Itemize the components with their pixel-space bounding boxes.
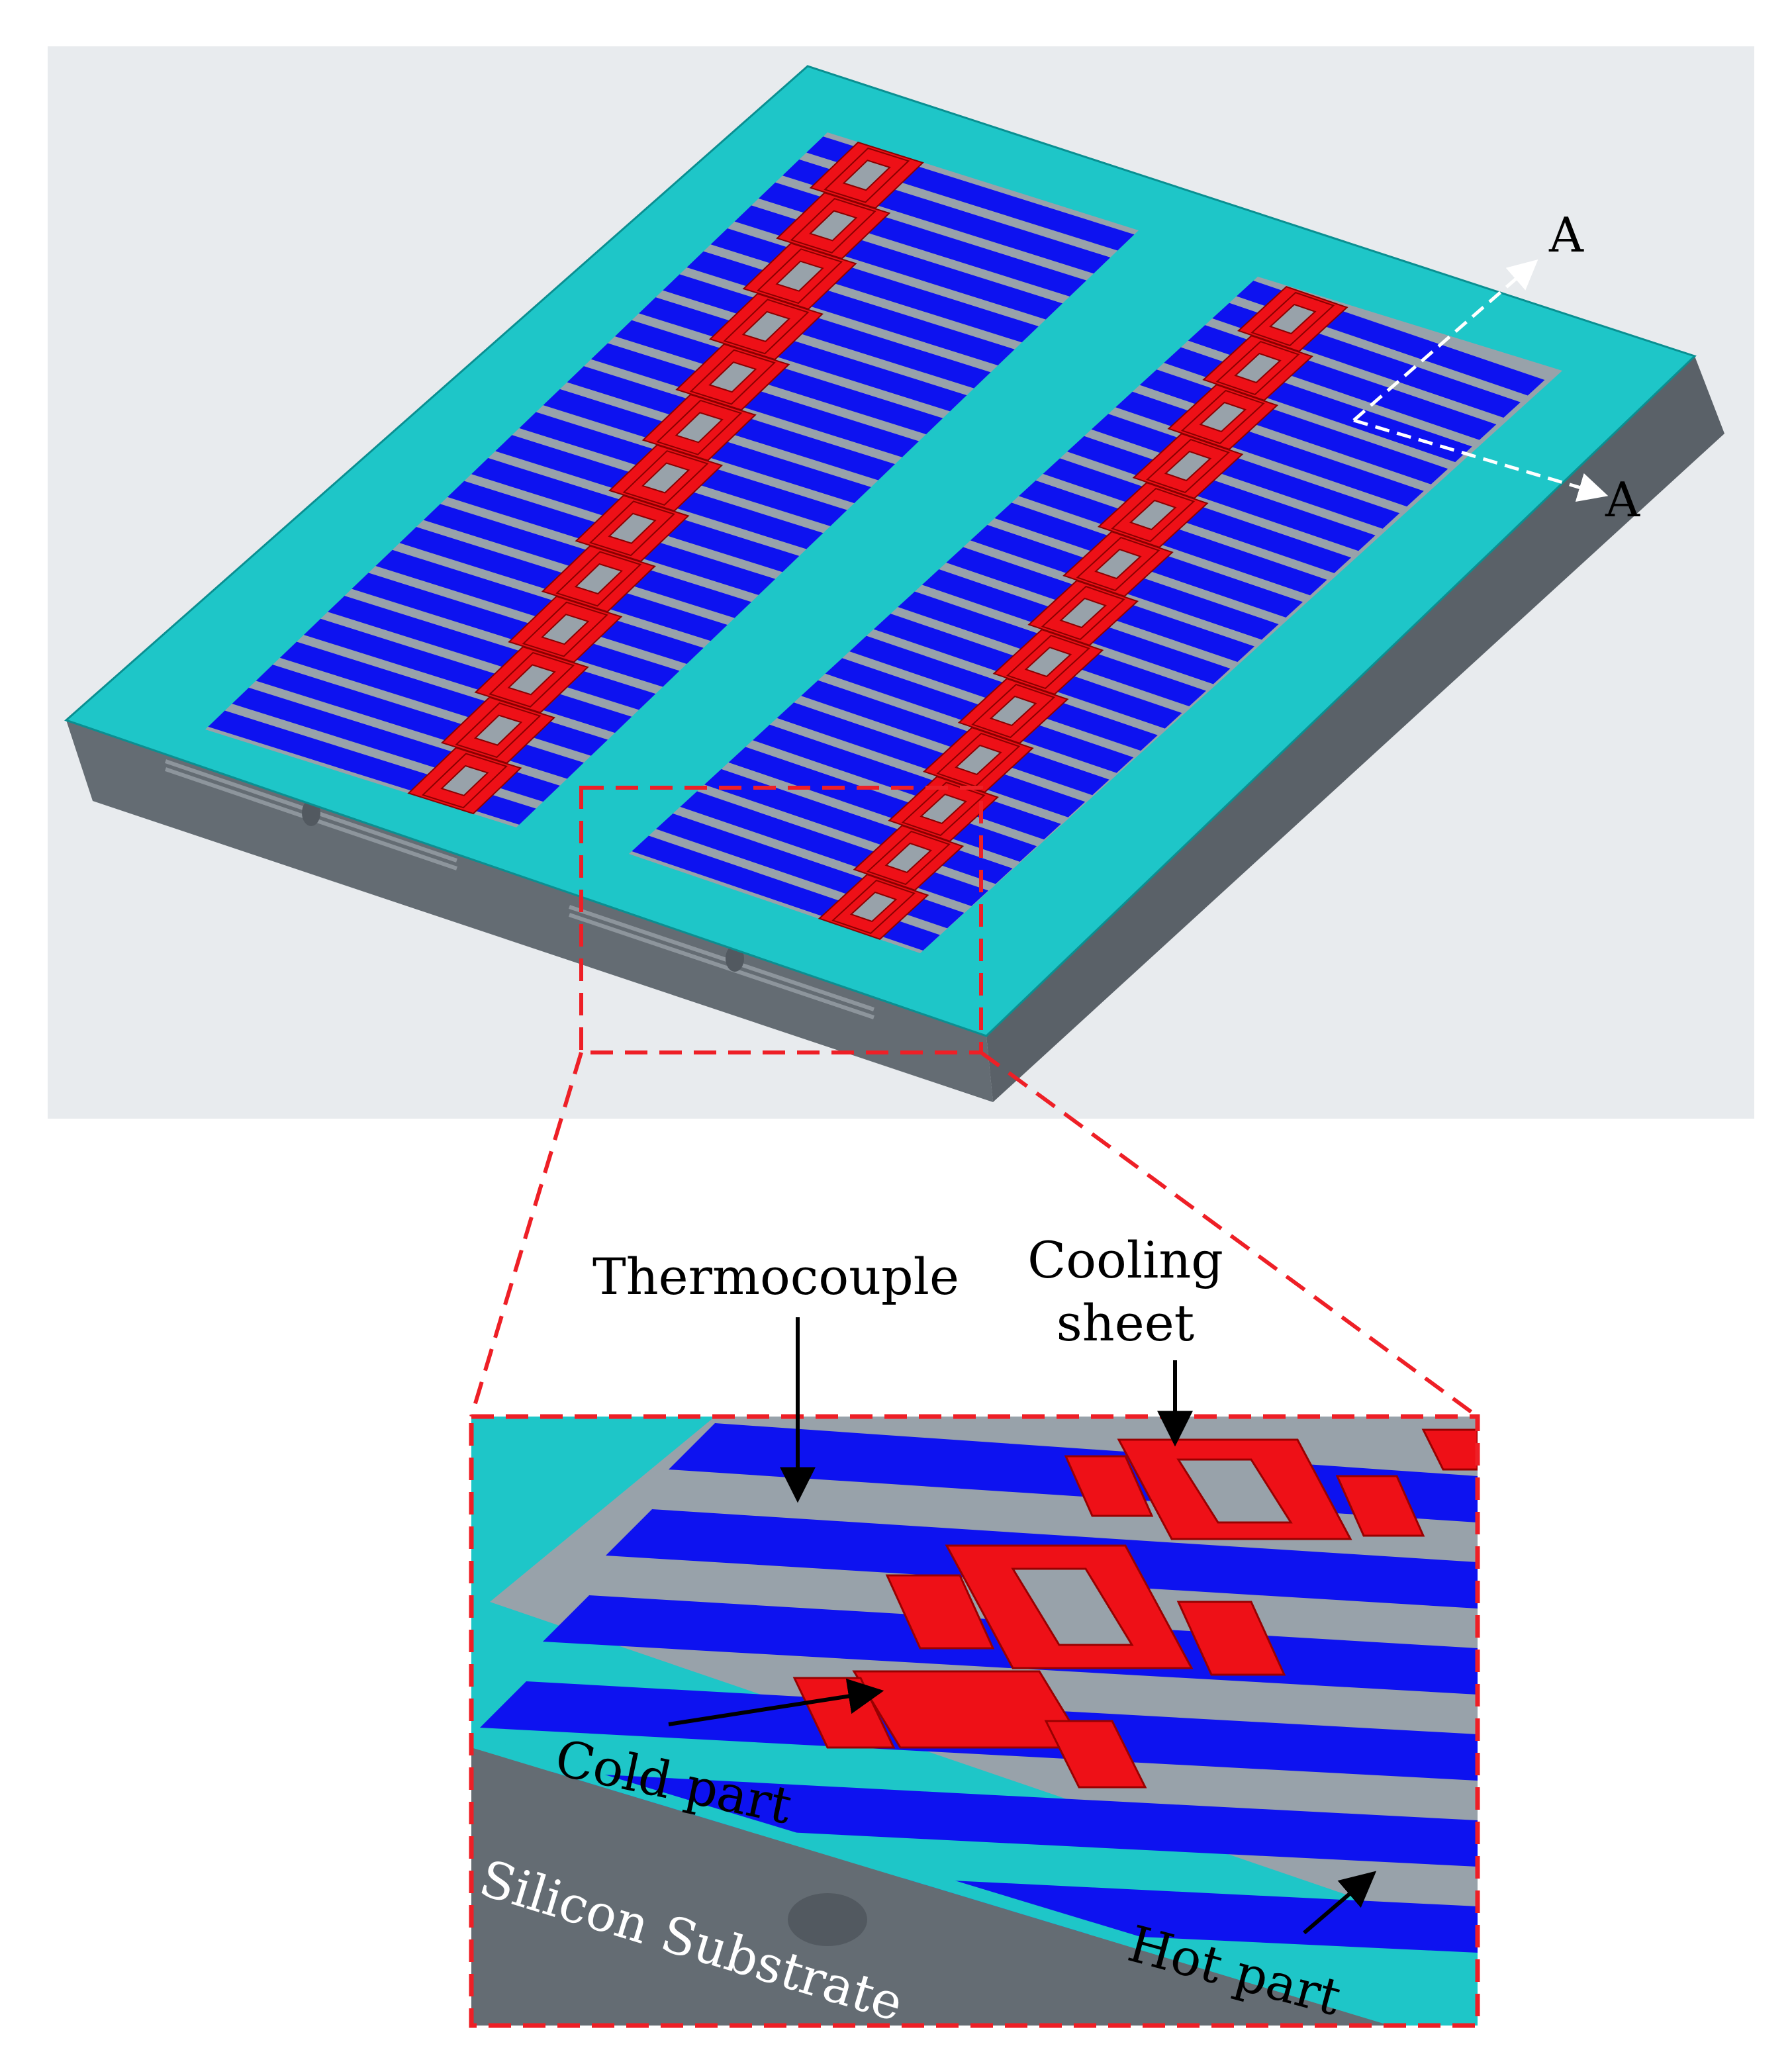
detail-cooling-sheet-middle [885,1544,1286,1676]
zoom-connector-left [469,1052,583,1417]
thermocouple-strip [1091,414,1400,529]
cooling-sheet-window [641,462,690,494]
cooling-sheet-window [1164,450,1212,482]
detail-border [469,1414,1480,2028]
thermocouple-strip [753,724,1061,840]
cooling-sheet-window [473,714,523,746]
cooling-sheet-window [708,361,757,393]
cooling-sheet-window [955,744,1002,776]
thermocouple-strip [1019,480,1327,596]
detail-substrate [471,1748,1390,2026]
thermocouple-strip [801,680,1109,796]
label-cooling-sheet-line1: Cooling [1027,1231,1223,1289]
cooling-sheet-window [675,412,724,443]
zoom-region-box [579,786,983,1054]
cooling-sheet-window [1059,597,1107,629]
cooling-sheet-window [884,842,933,874]
cooling-sheet-window [842,160,891,191]
section-line-a [1352,259,1538,422]
detail-cooling-sheet-upper [1064,1428,1478,1540]
cooling-sheet-window [775,260,824,292]
cooling-sheet-window [440,765,489,796]
cooling-sheet-window [574,563,623,595]
cooling-sheet-window [809,210,858,242]
label-cooling-sheet-line2: sheet [1057,1293,1194,1352]
thermocouple-strip [663,274,991,389]
thermocouple-strip [352,573,680,687]
thermocouple-strip [777,702,1086,817]
substrate-right-face [986,356,1724,1102]
thermocouple-strip [1043,458,1352,573]
thermocouple-strip [1067,436,1376,551]
right-cooling-sheets [818,286,1348,940]
thermocouple-strip [639,297,967,412]
thermocouple-strip [728,747,1037,862]
cooling-sheet-window [541,614,590,645]
arrow-hot-part [1303,1871,1377,1935]
detail-thermocouple-bar [471,1767,1478,1867]
section-label-bottom: A [1605,472,1640,528]
cooling-sheet-window [1094,548,1142,580]
cooling-sheet-window [1024,646,1072,678]
cooling-sheet-window [1234,352,1282,384]
thermocouple-strip [614,320,943,435]
cooling-sheet-window [1269,303,1317,335]
detail-view [471,1417,1478,2026]
arrow-cold-part [668,1678,884,1726]
cooling-sheet-window [507,664,556,696]
cooling-sheet-window [920,793,967,825]
cooling-sheet-window [989,695,1037,727]
cooling-sheet-window [741,310,791,342]
section-label-top: A [1548,207,1584,263]
cooling-sheet-window [849,891,898,923]
cooling-sheet-window [1199,401,1247,433]
cooling-sheet-window [1129,499,1177,531]
thermocouple-strip [590,343,920,457]
thermocouple-strip [375,549,704,664]
cooling-sheet-window [608,512,657,544]
left-cooling-sheets [407,141,924,815]
label-thermocouple: Thermocouple [592,1247,959,1306]
